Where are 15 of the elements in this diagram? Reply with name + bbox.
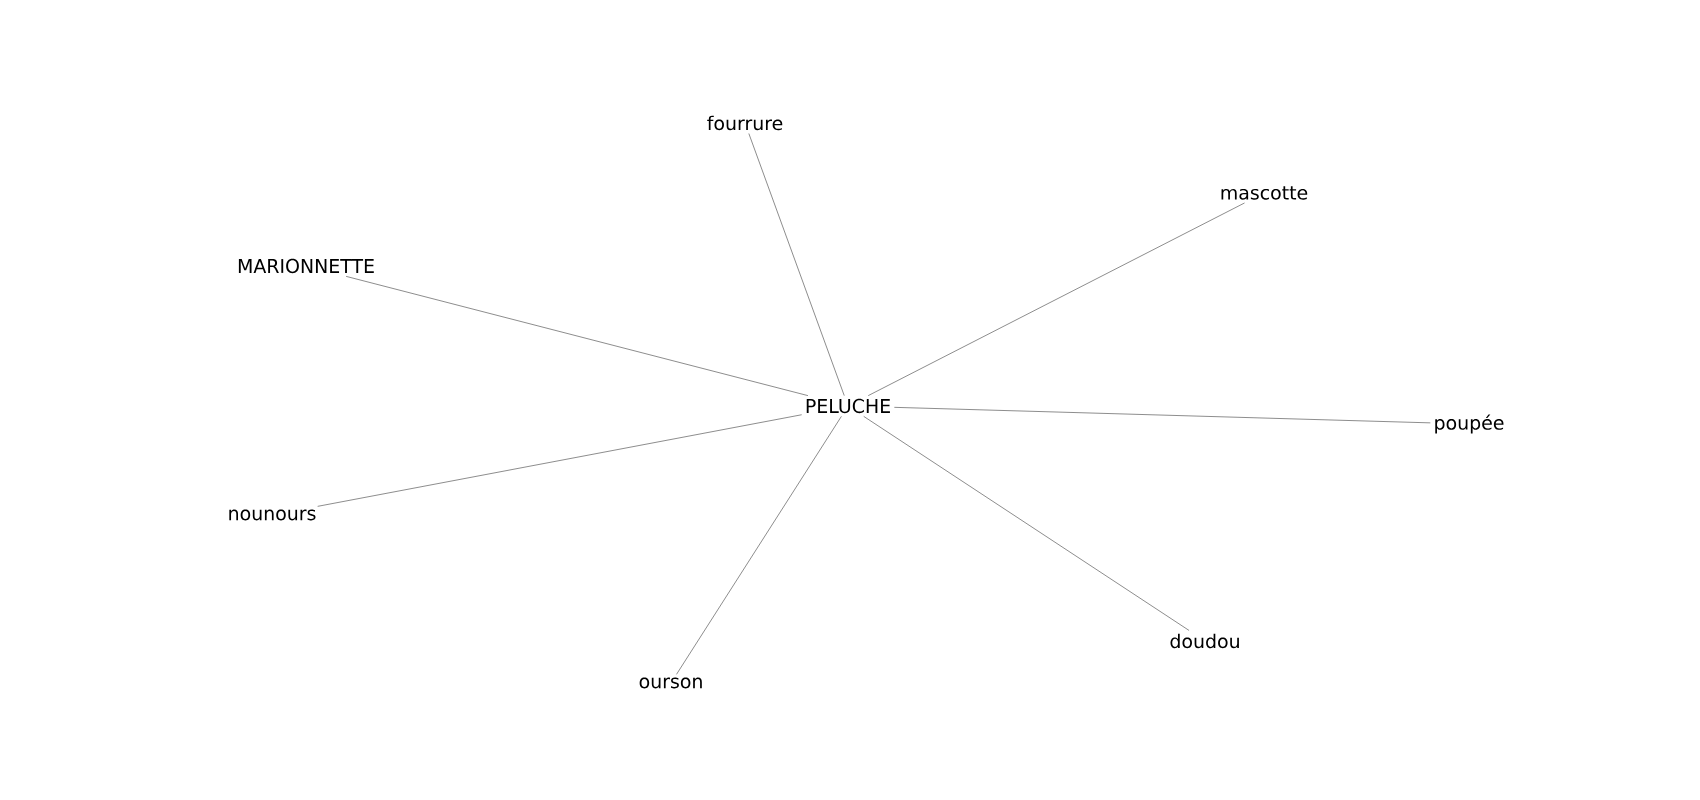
word-label: nounours — [229, 509, 316, 521]
word-label: fourrure — [707, 115, 783, 131]
connector-line — [863, 415, 1190, 631]
connector-line — [317, 414, 803, 507]
word-label: poupée — [1435, 414, 1504, 434]
word-label: ourson — [639, 677, 702, 689]
word-label: PELUCHE — [806, 398, 890, 414]
connector-line — [867, 202, 1245, 397]
connector-line — [676, 415, 842, 675]
word-label: doudou — [1170, 633, 1239, 649]
connector-line — [893, 406, 1431, 424]
connector-line — [345, 275, 809, 397]
connector-line — [748, 133, 845, 397]
word-label: mascotte — [1221, 186, 1308, 200]
word-label: MARIONNETTE — [238, 258, 374, 274]
